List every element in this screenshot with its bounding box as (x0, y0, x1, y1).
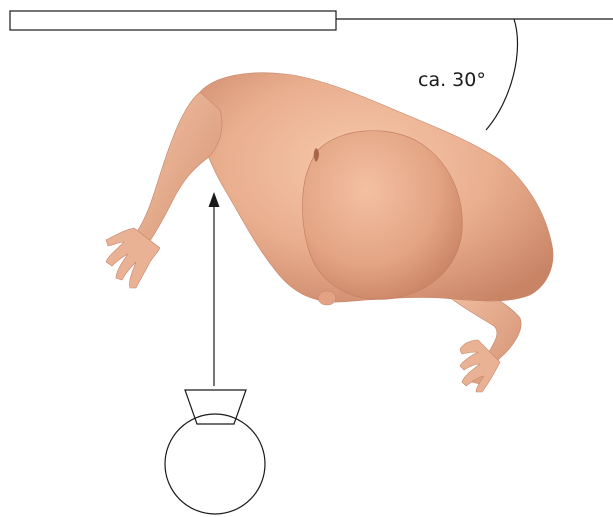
detector-plate-icon (10, 11, 336, 30)
angle-arc-icon (486, 19, 518, 130)
beam-arrow-icon (209, 192, 220, 386)
patient-figure-icon (106, 73, 553, 392)
angle-label: ca. 30° (418, 69, 486, 91)
xray-tube-icon (165, 390, 265, 514)
